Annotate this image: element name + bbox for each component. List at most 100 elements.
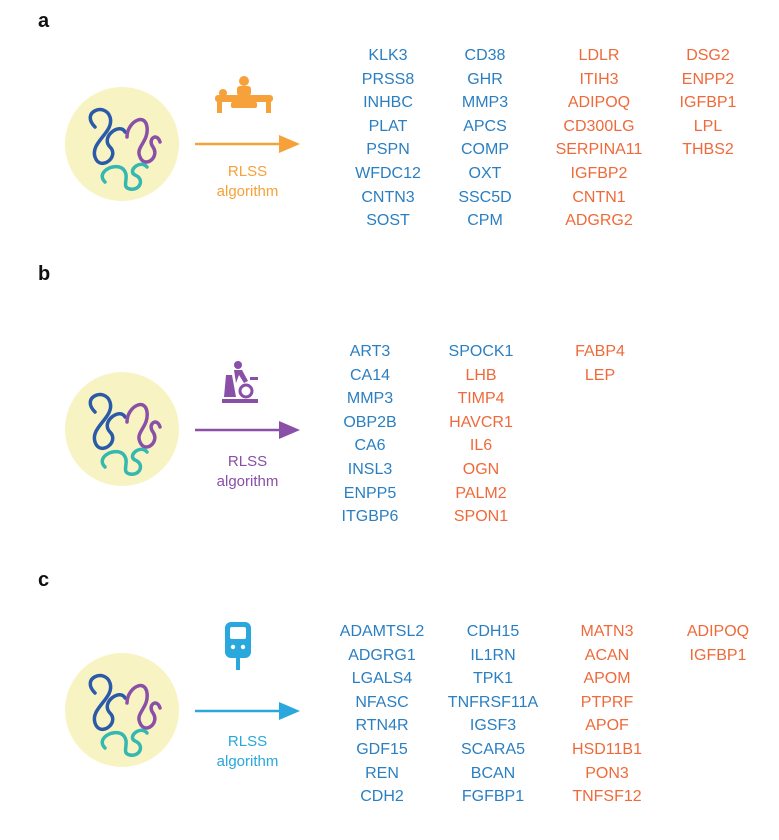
protein-label: CA14 <box>349 366 391 384</box>
protein-column: CD38 GHR MMP3 APCS COMP OXT SSC5D CPM <box>430 44 540 233</box>
protein-label: PALM2 <box>455 484 507 502</box>
panel-label: a <box>38 10 50 32</box>
protein-label: IL1RN <box>470 646 516 664</box>
protein-label: PRSS8 <box>361 70 415 88</box>
protein-label: CDH2 <box>360 788 404 806</box>
protein-label: SOST <box>366 212 410 230</box>
flow-arrow <box>195 421 300 439</box>
protein-label: WFDC12 <box>355 164 421 182</box>
protein-label: CDH15 <box>466 623 520 640</box>
protein-column: MATN3 ACAN APOM PTPRF APOF HSD11B1 PON3 … <box>552 620 662 809</box>
protein-label: THBS2 <box>682 141 734 159</box>
protein-label: SCARA5 <box>460 740 526 758</box>
protein-label: BCAN <box>470 764 516 782</box>
protein-blob <box>65 653 179 767</box>
protein-label: CD38 <box>464 47 506 64</box>
protein-blob <box>65 87 179 201</box>
protein-label: TNFSF12 <box>572 788 642 806</box>
protein-label: SERPINA11 <box>555 141 643 159</box>
protein-label: LDLR <box>578 47 620 64</box>
protein-label: ADGRG1 <box>348 646 416 664</box>
protein-label: ADGRG2 <box>565 212 633 230</box>
protein-label: TIMP4 <box>457 390 505 408</box>
protein-label: APOM <box>583 670 631 688</box>
panel-label: c <box>38 569 50 591</box>
algorithm-label: RLSS algorithm <box>216 453 279 490</box>
flow-arrow <box>195 702 300 720</box>
protein-label: GDF15 <box>356 740 408 758</box>
algorithm-label: RLSS algorithm <box>216 163 279 200</box>
protein-label: DSG2 <box>686 47 730 64</box>
protein-label: MATN3 <box>580 623 634 640</box>
exercise-bike-icon <box>222 361 258 403</box>
protein-label: PSPN <box>366 141 410 159</box>
protein-label: FABP4 <box>575 343 625 360</box>
protein-label: TNFRSF11A <box>447 693 539 711</box>
massage-therapy-icon <box>215 76 273 113</box>
protein-label: PON3 <box>585 764 629 782</box>
protein-label: PTPRF <box>580 693 634 711</box>
protein-label: HAVCR1 <box>449 413 513 431</box>
protein-label: CNTN1 <box>572 188 626 206</box>
protein-label: IGFBP1 <box>689 646 747 664</box>
protein-column: DSG2 ENPP2 IGFBP1 LPL THBS2 <box>658 44 758 162</box>
protein-label: ITIH3 <box>579 70 619 88</box>
protein-label: TPK1 <box>472 670 513 688</box>
protein-label: INHBC <box>363 94 413 112</box>
protein-label: IGFBP2 <box>570 164 628 182</box>
protein-label: SPOCK1 <box>448 343 514 360</box>
protein-label: APCS <box>463 117 507 135</box>
protein-label: GHR <box>467 70 503 88</box>
flow-arrow <box>195 135 300 153</box>
protein-label: KLK3 <box>368 47 408 64</box>
protein-label: IGFBP1 <box>679 94 737 112</box>
protein-label: LHB <box>465 366 497 384</box>
protein-label: FGFBP1 <box>461 788 525 806</box>
protein-label: RTN4R <box>355 717 409 735</box>
protein-squiggles-icon <box>88 673 162 757</box>
protein-column: ADAMTSL2 ADGRG1 LGALS4 NFASC RTN4R GDF15… <box>322 620 442 809</box>
protein-label: CNTN3 <box>361 188 415 206</box>
protein-label: ENPP5 <box>343 484 397 502</box>
protein-label: APOF <box>585 717 629 735</box>
protein-column: SPOCK1 LHB TIMP4 HAVCR1 IL6 OGN PALM2 SP… <box>425 340 537 529</box>
protein-label: IGSF3 <box>469 717 517 735</box>
protein-column: LDLR ITIH3 ADIPOQ CD300LG SERPINA11 IGFB… <box>537 44 661 233</box>
protein-squiggles-icon <box>88 107 162 191</box>
protein-column: ART3 CA14 MMP3 OBP2B CA6 INSL3 ENPP5 ITG… <box>315 340 425 529</box>
protein-label: ITGBP6 <box>341 508 399 526</box>
protein-label: LPL <box>693 117 723 135</box>
protein-label: IL6 <box>469 437 493 455</box>
glucose-meter-icon <box>225 622 251 670</box>
protein-label: ENPP2 <box>681 70 735 88</box>
protein-label: ADIPOQ <box>567 94 631 112</box>
protein-label: MMP3 <box>461 94 509 112</box>
protein-label: LEP <box>584 366 616 384</box>
protein-label: OGN <box>462 460 500 478</box>
protein-label: SPON1 <box>453 508 509 526</box>
protein-blob <box>65 372 179 486</box>
algorithm-label: RLSS algorithm <box>216 733 279 770</box>
protein-label: HSD11B1 <box>572 740 642 758</box>
protein-label: PLAT <box>368 117 408 135</box>
protein-label: REN <box>365 764 399 782</box>
protein-label: INSL3 <box>347 460 393 478</box>
protein-label: CD300LG <box>563 117 635 135</box>
protein-label: OXT <box>468 164 502 182</box>
protein-label: OBP2B <box>343 413 397 431</box>
protein-label: CPM <box>467 212 503 230</box>
protein-label: COMP <box>461 141 509 159</box>
protein-label: ADAMTSL2 <box>339 623 425 640</box>
protein-column: KLK3 PRSS8 INHBC PLAT PSPN WFDC12 CNTN3 … <box>333 44 443 233</box>
protein-label: CA6 <box>354 437 386 455</box>
protein-label: LGALS4 <box>351 670 413 688</box>
protein-column: CDH15 IL1RN TPK1 TNFRSF11A IGSF3 SCARA5 … <box>433 620 553 809</box>
protein-label: ART3 <box>349 343 391 360</box>
protein-label: ADIPOQ <box>686 623 750 640</box>
protein-label: ACAN <box>584 646 630 664</box>
protein-column: FABP4 LEP <box>560 340 640 387</box>
protein-label: MMP3 <box>346 390 394 408</box>
protein-squiggles-icon <box>88 392 162 476</box>
protein-label: SSC5D <box>458 188 512 206</box>
protein-column: ADIPOQ IGFBP1 <box>668 620 768 667</box>
